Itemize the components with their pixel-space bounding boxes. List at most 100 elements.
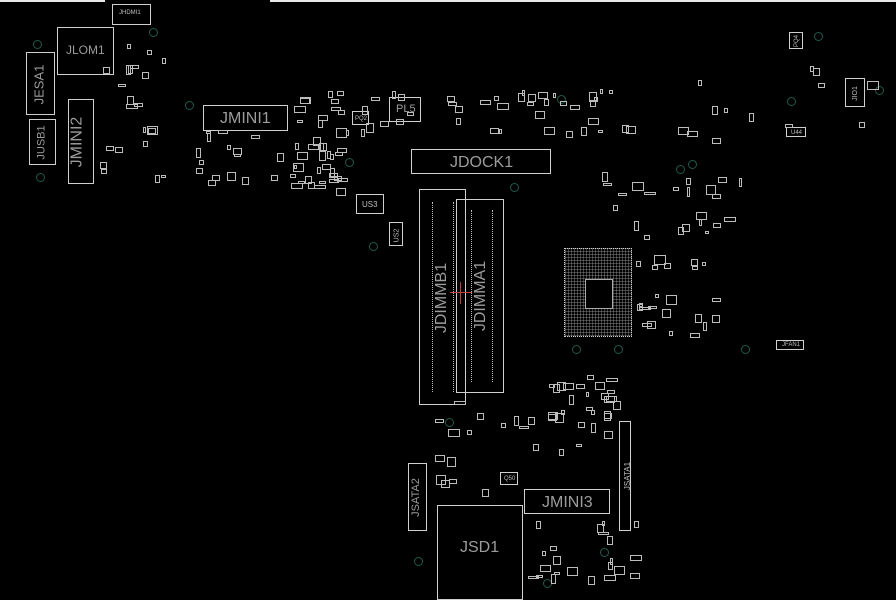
smd-component[interactable] (600, 89, 604, 95)
chip-us3[interactable]: US3 (356, 194, 384, 214)
smd-component[interactable] (195, 147, 201, 158)
smd-component[interactable] (100, 161, 108, 169)
smd-component[interactable] (435, 419, 445, 424)
mosfet-pq2[interactable]: PQ2 (352, 111, 369, 125)
smd-component[interactable] (392, 91, 397, 100)
slot-jdimmb1[interactable]: JDIMMB1 (419, 189, 466, 405)
smd-component[interactable] (618, 192, 628, 196)
smd-component[interactable] (319, 143, 328, 152)
cpu-socket[interactable] (564, 248, 632, 337)
smd-component[interactable] (644, 192, 657, 196)
smd-component[interactable] (695, 313, 703, 323)
smd-component[interactable] (723, 216, 736, 222)
smd-component[interactable] (544, 126, 556, 135)
smd-component[interactable] (723, 107, 728, 113)
connector-jmini2[interactable]: JMINI2 (68, 99, 94, 184)
smd-component[interactable] (577, 422, 585, 429)
smd-component[interactable] (691, 265, 698, 270)
smd-component[interactable] (565, 130, 573, 138)
smd-component[interactable] (155, 175, 161, 184)
smd-component[interactable] (704, 230, 709, 234)
smd-component[interactable] (251, 135, 261, 140)
slot-jsd1[interactable]: JSD1 (437, 505, 523, 600)
smd-component[interactable] (317, 119, 323, 128)
smd-component[interactable] (395, 118, 404, 125)
smd-component[interactable] (335, 127, 347, 138)
smd-component[interactable] (586, 407, 594, 412)
smd-component[interactable] (331, 106, 342, 111)
smd-component[interactable] (160, 175, 166, 179)
connector-jhdmi1[interactable]: JHDMI1 (112, 4, 151, 25)
smd-component[interactable] (711, 106, 718, 116)
connector-jmini1[interactable]: JMINI1 (203, 105, 288, 131)
smd-component[interactable] (672, 186, 679, 191)
smd-component[interactable] (602, 182, 612, 186)
smd-component[interactable] (114, 147, 123, 154)
smd-component[interactable] (554, 412, 564, 423)
smd-component[interactable] (538, 92, 549, 100)
smd-component[interactable] (575, 444, 582, 448)
chip-us2[interactable]: US2 (389, 222, 403, 246)
smd-component[interactable] (398, 94, 406, 102)
smd-component[interactable] (361, 105, 368, 115)
smd-component[interactable] (270, 175, 278, 182)
connector-jlom1[interactable]: JLOM1 (57, 27, 114, 75)
smd-component[interactable] (336, 178, 348, 183)
smd-component[interactable] (297, 152, 309, 161)
smd-component[interactable] (706, 184, 717, 195)
smd-component[interactable] (496, 103, 509, 111)
smd-component[interactable] (601, 521, 605, 527)
smd-component[interactable] (519, 426, 530, 430)
smd-component[interactable] (467, 429, 473, 435)
smd-component[interactable] (500, 423, 506, 429)
smd-component[interactable] (690, 258, 698, 266)
smd-component[interactable] (580, 126, 587, 136)
smd-component[interactable] (711, 297, 721, 302)
smd-component[interactable] (604, 574, 617, 581)
smd-component[interactable] (568, 395, 574, 406)
smd-component[interactable] (147, 126, 159, 136)
smd-component[interactable] (858, 122, 865, 129)
smd-component[interactable] (561, 410, 566, 416)
smd-component[interactable] (100, 168, 107, 174)
smd-component[interactable] (489, 127, 499, 134)
smd-component[interactable] (587, 576, 595, 586)
smd-component[interactable] (298, 181, 306, 185)
smd-component[interactable] (642, 323, 653, 328)
smd-component[interactable] (328, 173, 338, 179)
chip-u44[interactable]: U44 (786, 127, 806, 137)
smd-component[interactable] (668, 331, 673, 337)
smd-component[interactable] (295, 143, 300, 151)
smd-component[interactable] (661, 309, 671, 319)
connector-jesa1[interactable]: JESA1 (26, 52, 55, 115)
connector-jdock1[interactable]: JDOCK1 (411, 149, 551, 174)
smd-component[interactable] (232, 147, 242, 155)
smd-component[interactable] (211, 174, 220, 181)
smd-component[interactable] (308, 144, 320, 151)
smd-component[interactable] (711, 314, 720, 323)
smd-component[interactable] (552, 555, 561, 565)
smd-component[interactable] (541, 550, 546, 556)
smd-component[interactable] (557, 382, 567, 392)
smd-component[interactable] (321, 163, 331, 170)
smd-component[interactable] (117, 83, 126, 87)
smd-component[interactable] (711, 193, 721, 199)
smd-component[interactable] (553, 571, 560, 575)
smd-component[interactable] (328, 178, 339, 183)
smd-component[interactable] (635, 261, 641, 268)
smd-component[interactable] (608, 561, 614, 570)
smd-component[interactable] (612, 204, 618, 211)
smd-component[interactable] (558, 448, 564, 456)
smd-component[interactable] (560, 100, 567, 106)
smd-component[interactable] (227, 171, 237, 181)
smd-component[interactable] (319, 150, 327, 161)
smd-component[interactable] (686, 131, 698, 138)
smd-component[interactable] (701, 262, 706, 267)
smd-component[interactable] (609, 558, 613, 566)
smd-component[interactable] (448, 428, 461, 437)
smd-component[interactable] (127, 65, 133, 75)
smd-component[interactable] (297, 119, 304, 123)
smd-component[interactable] (142, 72, 150, 80)
smd-component[interactable] (654, 293, 659, 298)
slot-jdimma1[interactable]: JDIMMA1 (456, 199, 504, 393)
